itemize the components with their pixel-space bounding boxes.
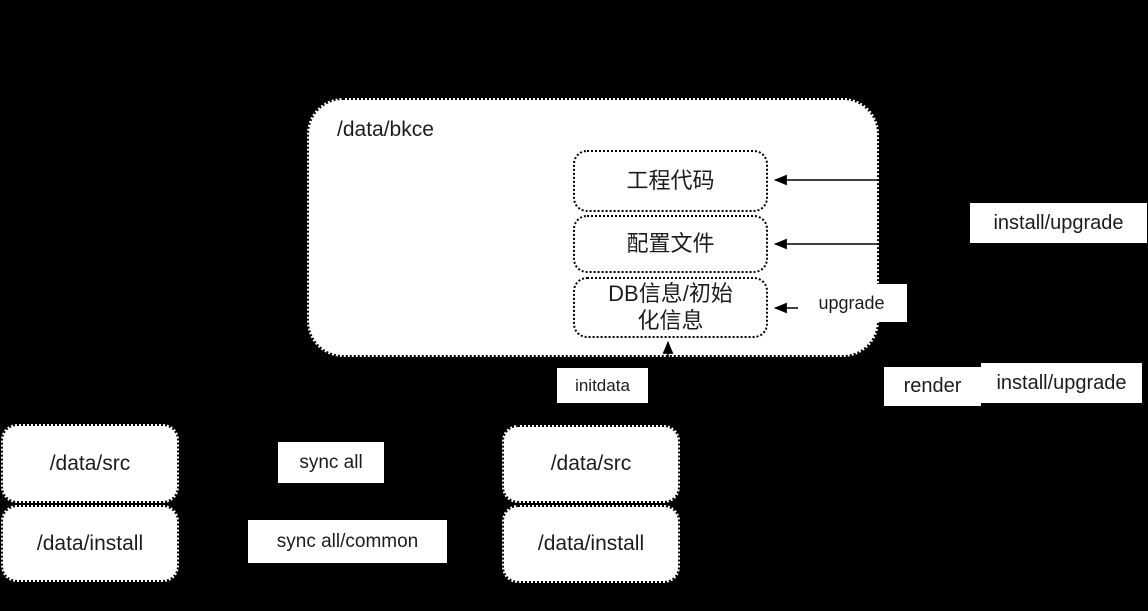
label-render: render <box>884 367 981 406</box>
label-install-upgrade-top: install/upgrade <box>970 203 1147 243</box>
label-initdata: initdata <box>557 368 648 403</box>
label-install-upgrade-bottom: install/upgrade <box>981 363 1142 403</box>
label-sync-all: sync all <box>278 442 384 483</box>
node-left-data-install: /data/install <box>1 505 179 582</box>
node-config-files: 配置文件 <box>573 215 768 273</box>
node-left-data-src: /data/src <box>1 424 179 503</box>
label-sync-all-common: sync all/common <box>248 520 447 563</box>
node-middle-data-src: /data/src <box>502 425 680 503</box>
node-project-code: 工程代码 <box>573 150 768 212</box>
label-upgrade: upgrade <box>796 284 907 322</box>
container-node-title: /data/bkce <box>337 118 434 141</box>
node-middle-data-install: /data/install <box>502 505 680 583</box>
node-db-init-info: DB信息/初始 化信息 <box>573 277 768 338</box>
